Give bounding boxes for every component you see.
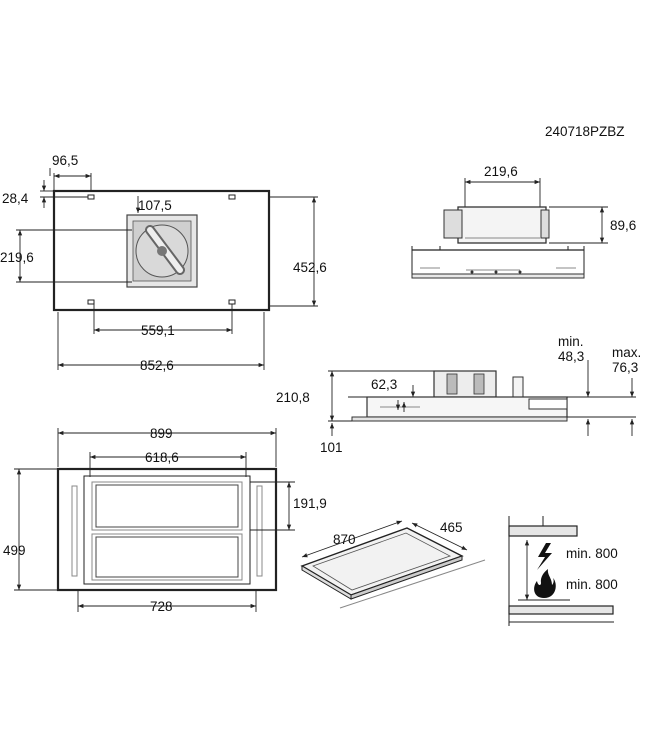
dim-depth-499: 499 [3,543,26,558]
min-label: min. [558,334,584,349]
dim-motor-h: 89,6 [610,218,636,233]
min-value: 48,3 [558,349,584,364]
dim-cutout: 728 [150,599,173,614]
clearance-electric: min. 800 [566,546,618,561]
dim-width: 852,6 [140,358,174,373]
dim-fan-h: 219,6 [0,250,34,265]
dim-filter-h: 191,9 [293,496,327,511]
flame-icon [534,569,556,598]
dim-inner-w: 618,6 [145,450,179,465]
bottom-view: 899 618,6 191,9 499 728 [3,426,327,614]
mount-mark [228,194,236,200]
top-view-outline [52,189,271,312]
lightning-icon [537,543,552,570]
max-label: max. [612,345,641,360]
top-view: 96,5 28,4 107,5 219,6 452,6 559,1 852,6 [0,153,327,373]
dim-hole-x: 96,5 [52,153,78,168]
dim-mount-w: 559,1 [141,323,175,338]
dim-motor-w: 219,6 [484,164,518,179]
dim-height: 210,8 [276,390,310,405]
side-view: 219,6 89,6 [411,164,636,279]
dim-hole-y: 28,4 [2,191,29,206]
bottom-view-outline [56,467,278,592]
max-value: 76,3 [612,360,638,375]
front-view: 210,8 62,3 101 min. 48,3 max. 76,3 [276,334,641,455]
fan-icon [126,214,198,288]
dim-width-899: 899 [150,426,173,441]
mount-mark [87,194,95,200]
dim-iso-depth: 465 [440,520,463,535]
drawing-code: 240718PZBZ [545,124,625,139]
mount-mark [228,299,236,305]
mount-mark [87,299,95,305]
dim-fan-w: 107,5 [138,198,172,213]
dim-depth: 452,6 [293,260,327,275]
clearance-diagram: min. 800 min. 800 [508,516,618,626]
dim-iso-length: 870 [333,532,356,547]
iso-view: 870 465 [300,520,486,609]
clearance-gas: min. 800 [566,577,618,592]
dim-motor-offset: 62,3 [371,377,397,392]
dim-panel: 101 [320,440,343,455]
